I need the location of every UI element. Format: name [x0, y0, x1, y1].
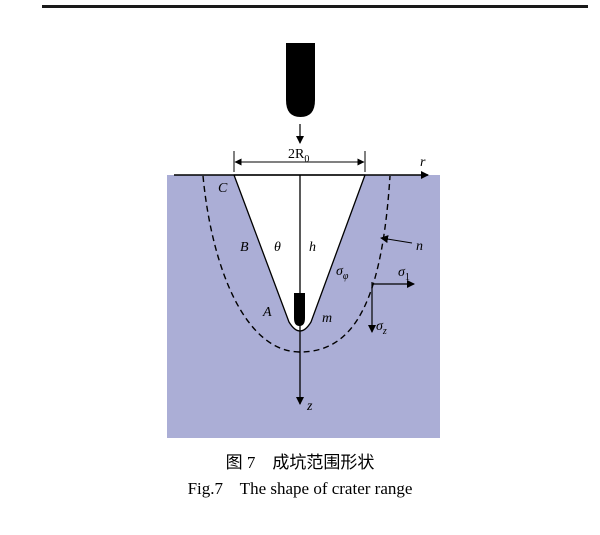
- label-2r0: 2R0: [288, 147, 309, 165]
- label-sigma-z: σz: [376, 319, 387, 337]
- label-h: h: [309, 240, 316, 255]
- label-z-axis: z: [306, 399, 313, 414]
- label-b: B: [240, 240, 249, 255]
- figure-caption-chinese: 图 7 成坑范围形状: [225, 453, 375, 472]
- n-leader-line: [380, 235, 413, 244]
- label-sigma-1: σ1: [398, 265, 410, 283]
- label-c: C: [218, 181, 228, 196]
- crater-diagram: 2R0 r z C B A θ h m n σφ σ1 σz: [167, 43, 440, 438]
- label-theta: θ: [274, 240, 281, 255]
- label-r-axis: r: [420, 155, 426, 170]
- label-a: A: [262, 305, 272, 320]
- label-sigma-phi: σφ: [336, 264, 349, 282]
- top-rule: [42, 5, 588, 8]
- label-n: n: [416, 239, 423, 254]
- penetrator-icon: [294, 293, 305, 326]
- figure-caption-english: Fig.7 The shape of crater range: [187, 479, 413, 498]
- label-m: m: [322, 311, 332, 326]
- crater-range-boundary: [202, 175, 391, 353]
- projectile-icon: [286, 43, 315, 117]
